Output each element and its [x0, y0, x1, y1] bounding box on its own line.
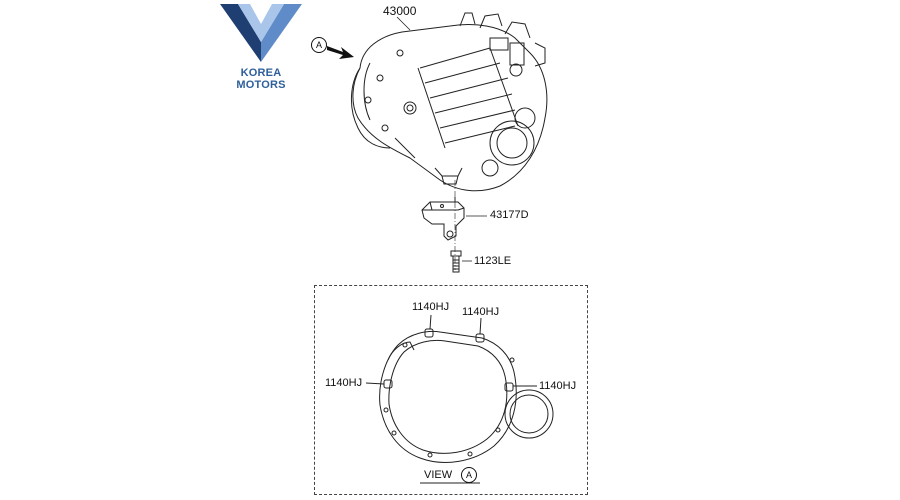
view-bolt-label-top-left: 1140HJ — [412, 301, 450, 313]
logo-center — [238, 4, 284, 42]
callout-arrow-icon — [327, 46, 354, 59]
logo-left-wing — [220, 4, 261, 62]
mount-bracket-illustration — [421, 197, 465, 241]
logo-right-wing — [261, 4, 302, 62]
part-label-bracket: 43177D — [490, 209, 529, 221]
view-bolt-label-left: 1140HJ — [325, 377, 363, 389]
callout-a-circle: A — [311, 37, 327, 53]
part-label-bolt: 1123LE — [474, 255, 512, 267]
bolt-illustration — [450, 250, 462, 273]
part-label-transmission: 43000 — [383, 4, 417, 18]
view-label-underline — [420, 482, 480, 484]
korea-motors-logo — [220, 4, 302, 62]
logo-text: KOREA MOTORS — [236, 67, 286, 91]
transmission-illustration — [350, 12, 548, 192]
view-bolt-label-top-right: 1140HJ — [462, 306, 500, 318]
view-label: VIEW — [424, 469, 453, 481]
view-bolt-label-right: 1140HJ — [539, 380, 577, 392]
view-letter-circle: A — [461, 467, 477, 483]
view-a-box — [314, 285, 588, 495]
